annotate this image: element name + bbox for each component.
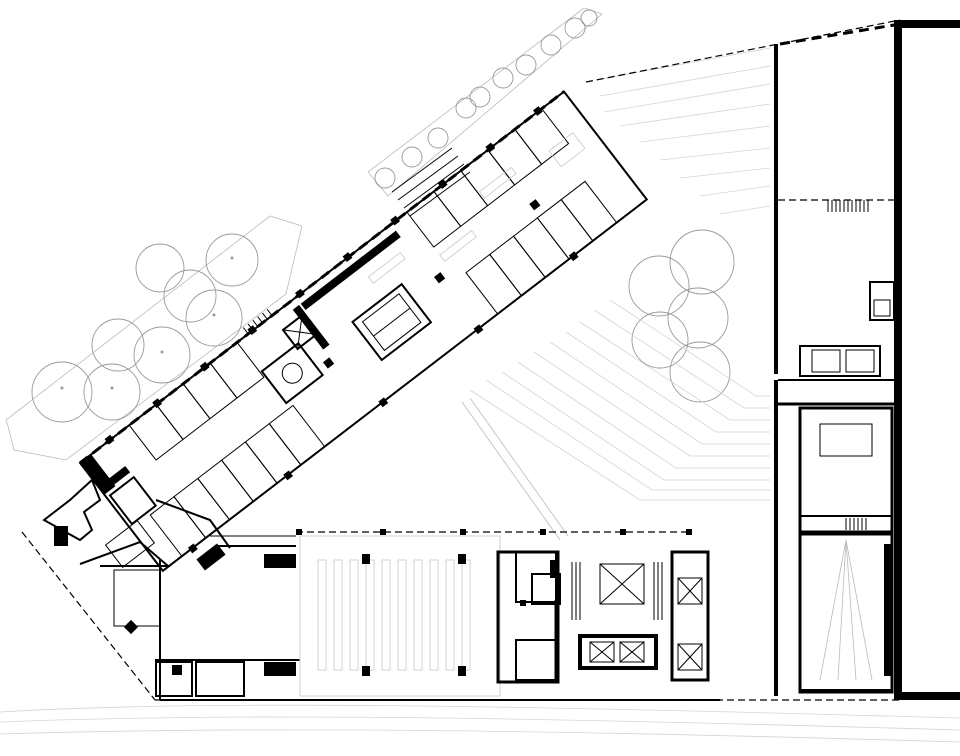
site-boundary xyxy=(21,19,901,701)
planter-row xyxy=(367,7,603,197)
office-wing xyxy=(78,90,649,573)
planter-steps xyxy=(391,147,471,217)
east-building xyxy=(774,20,960,700)
lower-hall xyxy=(100,529,720,701)
site-ground-lines xyxy=(0,704,960,743)
landscape-trees-left xyxy=(31,233,259,423)
west-entry xyxy=(42,478,296,571)
courtyard-terraces xyxy=(461,47,771,541)
garden-boundary xyxy=(5,215,303,461)
landscape-trees-right xyxy=(628,229,735,403)
